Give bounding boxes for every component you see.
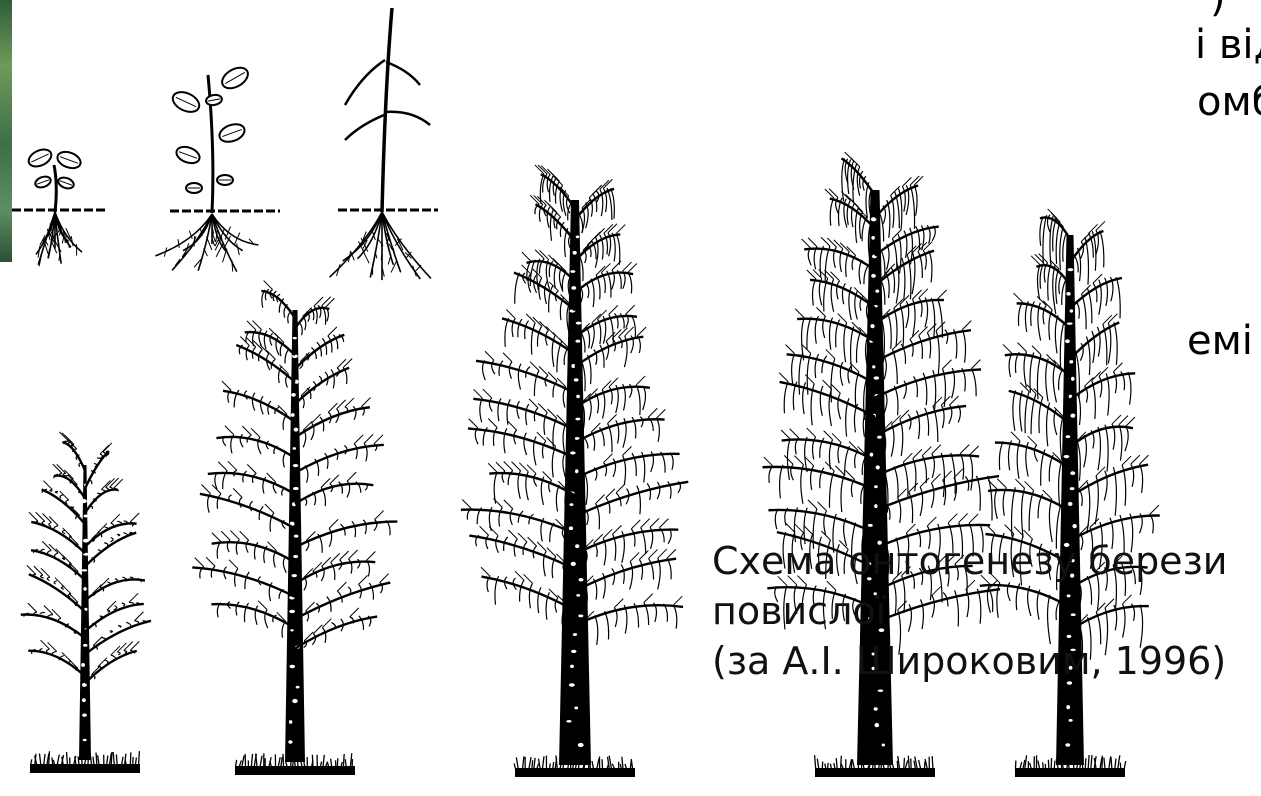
stage-virginile (21, 432, 151, 773)
stage-young-generative (192, 281, 397, 775)
stage-senile (980, 209, 1160, 777)
caption-line-2: повислої (712, 586, 1257, 636)
stage-seedling (12, 146, 108, 266)
clipped-text-4: емі (1187, 321, 1253, 361)
stage-immature (330, 8, 438, 280)
clipped-text-2: і від (1195, 25, 1261, 65)
figure-caption: Схема онтогенезу берези повислої (за А.І… (712, 536, 1257, 686)
clipped-text-1: ) (1210, 0, 1226, 18)
stage-juvenile (155, 63, 280, 271)
caption-line-1: Схема онтогенезу берези (712, 536, 1257, 586)
caption-line-3: (за А.І. Широковим, 1996) (712, 636, 1257, 686)
clipped-text-3: омб (1197, 82, 1261, 122)
stage-mature-generative (461, 165, 688, 777)
